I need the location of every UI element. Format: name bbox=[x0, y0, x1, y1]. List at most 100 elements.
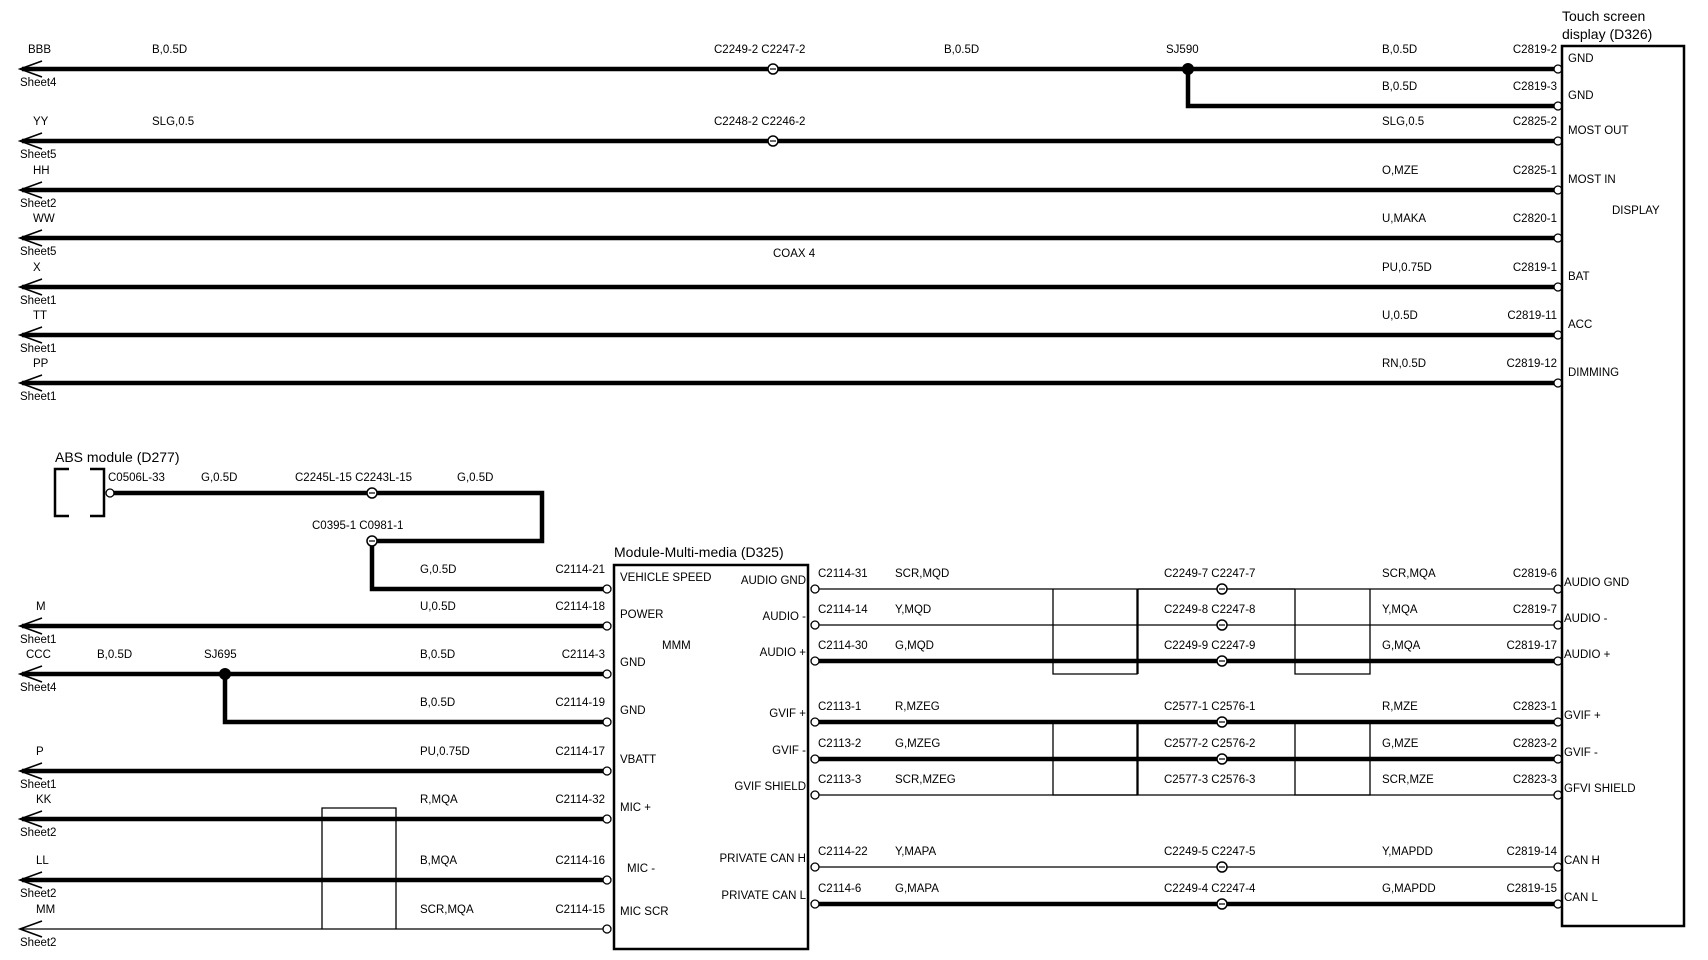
mmm-left-wire-1-pin: VEHICLE SPEED bbox=[620, 572, 711, 584]
mmm-left-wire-3-label: CCC bbox=[26, 649, 51, 661]
touch-screen-title-line2: display (D326) bbox=[1562, 26, 1652, 42]
top-wire-6-gauge-right: PU,0.75D bbox=[1382, 262, 1432, 274]
mmm-right-wire-6-gauge: SCR,MZEG bbox=[895, 774, 956, 786]
mmm-right-wire-4-pin-right: GVIF + bbox=[1564, 710, 1601, 722]
top-wire-4-pin: MOST IN bbox=[1568, 174, 1616, 186]
mmm-right-wire-1-terminal-left bbox=[810, 584, 820, 594]
mmm-left-wire-3-splice bbox=[219, 668, 231, 680]
mmm-right-wire-3-gauge: G,MQD bbox=[895, 640, 934, 652]
mmm-left-wire-5-gauge: PU,0.75D bbox=[420, 746, 470, 758]
top-wire-1-splice bbox=[1182, 63, 1194, 75]
top-wire-1-gauge-mid: B,0.5D bbox=[944, 44, 979, 56]
mmm-right-wire-7-gauge-right: Y,MAPDD bbox=[1382, 846, 1433, 858]
mmm-left-wire-2-arrow bbox=[17, 617, 43, 635]
top-wire-6-label: X bbox=[33, 262, 41, 274]
mmm-right-wire-2-pin: AUDIO - bbox=[763, 611, 807, 623]
top-wire-8-pin: DIMMING bbox=[1568, 367, 1619, 379]
mmm-right-wire-2-pin-right: AUDIO - bbox=[1564, 613, 1608, 625]
mmm-left-wire-7-sheet: Sheet2 bbox=[20, 888, 56, 900]
touch-screen-title-line1: Touch screen bbox=[1562, 8, 1645, 24]
mmm-right-wire-8-gauge-right: G,MAPDD bbox=[1382, 883, 1436, 895]
mmm-left-wire-2-label: M bbox=[36, 601, 46, 613]
mmm-right-wire-5-pin-right: GVIF - bbox=[1564, 747, 1598, 759]
mmm-right-wire-8-inline-label: C2249-4 C2247-4 bbox=[1164, 883, 1256, 895]
mmm-right-wire-4-gauge-right: R,MZE bbox=[1382, 701, 1418, 713]
abs-module-bracket bbox=[53, 467, 106, 518]
mmm-right-wire-5-terminal-left bbox=[810, 754, 820, 764]
top-wire-3-gauge-left: SLG,0.5 bbox=[152, 116, 194, 128]
mmm-right-wire-8-connector-right: C2819-15 bbox=[1506, 883, 1557, 895]
mmm-right-wire-4-connector-right: C2823-1 bbox=[1513, 701, 1557, 713]
top-wire-4-arrow bbox=[17, 181, 43, 199]
mmm-left-wire-6-arrow bbox=[17, 810, 43, 828]
touch-screen-display-label: DISPLAY bbox=[1612, 205, 1660, 217]
top-wire-7-gauge-right: U,0.5D bbox=[1382, 310, 1418, 322]
mmm-left-wire-1-connector: C2114-21 bbox=[555, 564, 605, 576]
mmm-left-wire-5-arrow bbox=[17, 762, 43, 780]
top-wire-7-connector: C2819-11 bbox=[1507, 310, 1557, 322]
mmm-left-wire-5-connector: C2114-17 bbox=[555, 746, 605, 758]
shield-crossover-left-2 bbox=[1052, 722, 1138, 796]
mmm-right-wire-1-inline-label: C2249-7 C2247-7 bbox=[1164, 568, 1255, 580]
top-wire-6-connector: C2819-1 bbox=[1513, 262, 1557, 274]
mmm-left-wire-3-gauge-left: B,0.5D bbox=[97, 649, 132, 661]
top-wire-6-pin: BAT bbox=[1568, 271, 1590, 283]
mmm-left-wire-5-pin: VBATT bbox=[620, 754, 656, 766]
mmm-right-wire-5-inline-label: C2577-2 C2576-2 bbox=[1164, 738, 1255, 750]
mmm-left-wire-4-pin: GND bbox=[620, 705, 646, 717]
mmm-right-wire-2-connector-right: C2819-7 bbox=[1513, 604, 1557, 616]
mmm-left-wire-8-gauge: SCR,MQA bbox=[420, 904, 474, 916]
mmm-right-wire-5-pin: GVIF - bbox=[772, 745, 806, 757]
mmm-right-wire-8-terminal-left bbox=[810, 899, 820, 909]
mmm-right-wire-3-connector: C2114-30 bbox=[818, 640, 868, 652]
mmm-right-wire-7-terminal-left bbox=[810, 862, 820, 872]
abs-gauge-2: G,0.5D bbox=[457, 472, 493, 484]
mmm-left-wire-8-pin: MIC SCR bbox=[620, 906, 669, 918]
mmm-right-wire-4-pin: GVIF + bbox=[769, 708, 806, 720]
shield-crossover-left-1 bbox=[1052, 589, 1138, 675]
top-wire-4-gauge-right: O,MZE bbox=[1382, 165, 1419, 177]
top-wire-8-sheet: Sheet1 bbox=[20, 391, 56, 403]
mmm-left-wire-2-terminal bbox=[602, 621, 612, 631]
mmm-left-wire-8-arrow bbox=[17, 920, 43, 938]
mmm-right-wire-1-gauge: SCR,MQD bbox=[895, 568, 949, 580]
mmm-left-wire-8-sheet: Sheet2 bbox=[20, 937, 56, 949]
top-wire-5-label: WW bbox=[33, 213, 55, 225]
mmm-left-wire-5-terminal bbox=[602, 766, 612, 776]
mmm-left-wire-3-splice-label: SJ695 bbox=[204, 649, 237, 661]
abs-inline-label-2: C0395-1 C0981-1 bbox=[312, 520, 403, 532]
mmm-left-wire-2-sheet: Sheet1 bbox=[20, 634, 56, 646]
top-wire-4-sheet: Sheet2 bbox=[20, 198, 56, 210]
mmm-right-wire-4-terminal-left bbox=[810, 717, 820, 727]
mmm-right-wire-1-connector-right: C2819-6 bbox=[1513, 568, 1557, 580]
mmm-right-wire-6-connector: C2113-3 bbox=[818, 774, 861, 786]
mmm-left-wire-6-gauge: R,MQA bbox=[420, 794, 458, 806]
abs-terminal bbox=[105, 488, 115, 498]
mmm-left-wire-3-arrow bbox=[17, 665, 43, 683]
top-wire-5-coax: COAX 4 bbox=[773, 248, 816, 260]
mmm-right-wire-4-gauge: R,MZEG bbox=[895, 701, 940, 713]
mmm-left-wire-8-connector: C2114-15 bbox=[555, 904, 605, 916]
mmm-left-wire-8-label: MM bbox=[36, 904, 55, 916]
mmm-right-wire-6-terminal-left bbox=[810, 790, 820, 800]
mmm-left-wire-2-pin: POWER bbox=[620, 609, 663, 621]
mmm-right-wire-4-inline-label: C2577-1 C2576-1 bbox=[1164, 701, 1255, 713]
mmm-right-wire-7-pin: PRIVATE CAN H bbox=[720, 853, 806, 865]
mmm-right-wire-2-connector: C2114-14 bbox=[818, 604, 868, 616]
top-wire-3-connector: C2825-2 bbox=[1513, 116, 1557, 128]
top-wire-2-connector: C2819-3 bbox=[1513, 81, 1557, 93]
multimedia-module-center-label: MMM bbox=[662, 640, 691, 652]
shield-crossover-right-1 bbox=[1294, 589, 1371, 675]
wire-layer bbox=[22, 66, 1558, 930]
top-wire-2-gauge-right: B,0.5D bbox=[1382, 81, 1417, 93]
top-wire-1-label: BBB bbox=[28, 44, 51, 56]
top-wire-1-gauge-left: B,0.5D bbox=[152, 44, 187, 56]
top-wire-1-gauge-right: B,0.5D bbox=[1382, 44, 1417, 56]
mmm-right-wire-2-gauge-right: Y,MQA bbox=[1382, 604, 1418, 616]
top-wire-7-sheet: Sheet1 bbox=[20, 343, 56, 355]
mic-shield-crossover bbox=[321, 807, 397, 929]
mmm-right-wire-8-pin-right: CAN L bbox=[1564, 892, 1598, 904]
multimedia-module-title: Module-Multi-media (D325) bbox=[614, 544, 784, 560]
mmm-right-wire-3-pin: AUDIO + bbox=[760, 647, 807, 659]
